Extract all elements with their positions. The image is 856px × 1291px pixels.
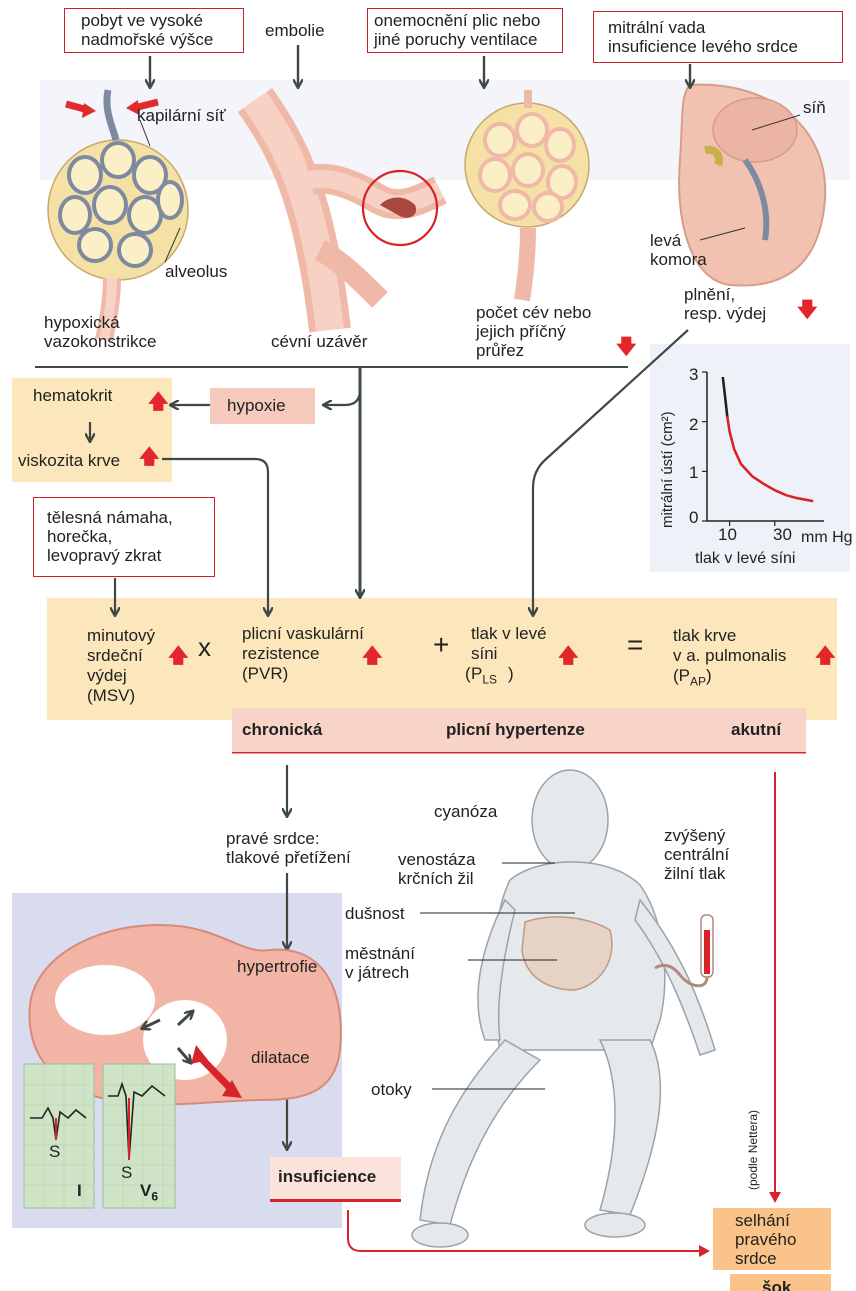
liver-congestion-label: městnání v játrech [345,944,415,982]
venostasis-label: venostáza krčních žil [398,850,476,888]
exertion-text: tělesná námaha, horečka, levopravý zkrat [34,498,214,565]
chart-xlabel: tlak v levé síni [695,549,795,568]
la-pressure-sub: LS [482,672,497,686]
ecg-s-label-1: S [49,1142,60,1161]
ecg-lead-v-sub: 6 [151,1189,158,1203]
dyspnea-label: dušnost [345,904,405,923]
viscosity-label: viskozita krve [18,451,120,470]
insufficiency-underline [270,1199,401,1202]
exertion-box: tělesná námaha, horečka, levopravý zkrat [33,497,215,577]
left-ventricle-label: levá komora [650,231,707,269]
alveolus-illustration-1 [48,90,188,340]
vessel-count-decrease-arrow: 🡇 [616,332,637,366]
cause-mitral-text: mitrální vada insuficience levého srdce [594,12,842,56]
pa-pressure-sym: P [679,666,690,685]
hematocrit-increase-arrow: 🡅 [148,392,169,412]
ecg-lead-v-text: V [140,1181,151,1200]
la-pressure-sym: P [471,664,482,683]
chart-xtick-10: 10 [718,525,737,544]
vascular-occlusion-label: cévní uzávěr [271,332,367,351]
cause-mitral-box: mitrální vada insuficience levého srdce [593,11,843,63]
filling-decrease-arrow: 🡇 [797,295,818,329]
source-credit: (podle Nettera) [744,1110,763,1190]
hypoxia-box: hypoxie [210,388,315,424]
cardiac-output-label: minutový srdeční výdej (MSV) [87,626,155,706]
cvp-label: zvýšený centrální žilní tlak [664,826,729,883]
shock-box: šok [730,1274,831,1291]
capillary-net-label: kapilární síť [137,106,226,125]
pulm-htn-label: plicní hypertenze [446,720,585,739]
ecg-strip-lead-1 [24,1064,94,1208]
right-heart-label: pravé srdce: tlakové přetížení [226,829,351,867]
mitral-chart [702,372,824,526]
vessel-count-label: počet cév nebo jejich příčný průřez [476,303,591,360]
ecg-lead-v6-label: V6 [140,1181,158,1206]
cause-altitude-text: pobyt ve vysoké nadmořské výšce [65,9,243,49]
chart-ylabel: mitrální ústí (cm²) [658,411,677,528]
pa-pressure-increase-arrow: 🡅 [815,641,836,675]
chart-xtick-30: 30 [773,525,792,544]
vessel-illustration [255,100,440,330]
hypoxic-vasoconstriction-label: hypoxická vazokonstrikce [44,313,156,351]
la-pressure-label: tlak v levé síni [471,624,547,664]
hematocrit-label: hematokrit [33,386,112,405]
pvr-increase-arrow: 🡅 [362,641,383,675]
chart-ytick-2: 2 [689,415,698,434]
insufficiency-label: insuficience [278,1167,376,1186]
equals-sign: = [627,630,643,660]
insufficiency-box: insuficience [270,1157,401,1199]
la-pressure-symbol: PLS [471,664,497,689]
ecg-s-label-2: S [121,1163,132,1182]
times-sign: x [198,632,211,662]
cyanosis-label: cyanóza [434,802,497,821]
rh-failure-label: selhání pravého srdce [735,1211,796,1268]
chart-x-unit: mm Hg [801,528,853,547]
chart-ytick-0: 0 [689,508,698,527]
chart-ytick-3: 3 [689,365,698,384]
chronic-label: chronická [242,720,322,739]
hypertrophy-label: hypertrofie [237,957,317,976]
cause-lung-disease-box: onemocnění plic nebo jiné poruchy ventil… [367,8,563,53]
alveolus-illustration-2 [465,90,589,300]
la-pressure-increase-arrow: 🡅 [558,641,579,675]
edema-label: otoky [371,1080,412,1099]
chart-ytick-1: 1 [689,463,698,482]
pa-pressure-label: tlak krve v a. pulmonalis [673,626,786,666]
filling-label: plnění, resp. výdej [684,285,766,323]
pa-pressure-sub: AP [690,674,706,688]
atrium-label: síň [803,98,826,117]
cardiac-output-increase-arrow: 🡅 [168,641,189,675]
chart-series-line-start [723,377,728,417]
dilatation-label: dilatace [251,1048,310,1067]
hypoxia-label: hypoxie [227,396,286,415]
viscosity-increase-arrow: 🡅 [139,447,160,467]
rh-failure-box: selhání pravého srdce [713,1208,831,1270]
cause-lung-disease-text: onemocnění plic nebo jiné poruchy ventil… [368,9,562,49]
ecg-lead-1-label: I [77,1181,82,1200]
acute-label: akutní [731,720,781,739]
pa-pressure-symbol: (PAP) [673,666,712,691]
shock-label: šok [762,1278,791,1291]
chart-series-line [727,417,813,501]
cause-altitude-box: pobyt ve vysoké nadmořské výšce [64,8,244,53]
ecg-strip-lead-v6 [103,1064,175,1208]
la-pressure-paren-close: ) [508,664,514,683]
la-pressure-paren-open: ( [465,664,471,683]
plus-sign: + [433,630,449,660]
cause-embolism: embolie [265,21,325,40]
pvr-label: plicní vaskulární rezistence (PVR) [242,624,364,684]
alveolus-label: alveolus [165,262,227,281]
